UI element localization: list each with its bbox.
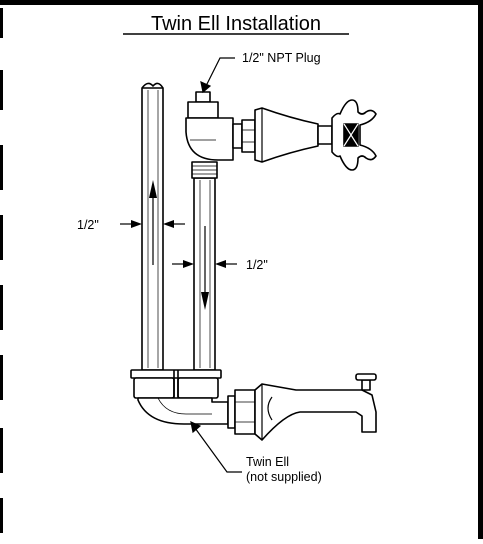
npt-plug xyxy=(195,91,211,103)
npt-plug-label: 1/2" NPT Plug xyxy=(242,51,321,65)
right-pipe-size-label: 1/2" xyxy=(246,258,268,272)
cross-handle-icon xyxy=(331,99,377,171)
valve-stem xyxy=(317,125,333,145)
twin-ell-note: (not supplied) xyxy=(246,470,322,484)
valve-escutcheon xyxy=(254,107,319,163)
flow-arrow-down xyxy=(201,226,209,310)
twin-ell-callout xyxy=(190,420,242,473)
tub-spout xyxy=(254,373,377,441)
valve-elbow-fitting xyxy=(185,101,234,161)
left-pipe-dimension xyxy=(120,220,185,228)
right-pipe-dimension xyxy=(172,260,237,268)
right-border xyxy=(478,0,483,539)
top-border xyxy=(0,0,483,5)
twin-ell-fitting xyxy=(130,369,256,435)
valve-nut xyxy=(232,119,256,153)
threaded-nipple xyxy=(191,161,218,179)
diagram-title: Twin Ell Installation xyxy=(151,13,321,35)
twin-ell-label: Twin Ell xyxy=(246,455,289,469)
flow-arrow-up xyxy=(149,180,157,265)
npt-plug-callout xyxy=(200,57,235,94)
left-pipe-size-label: 1/2" xyxy=(77,218,99,232)
left-edge-marks xyxy=(0,8,3,533)
